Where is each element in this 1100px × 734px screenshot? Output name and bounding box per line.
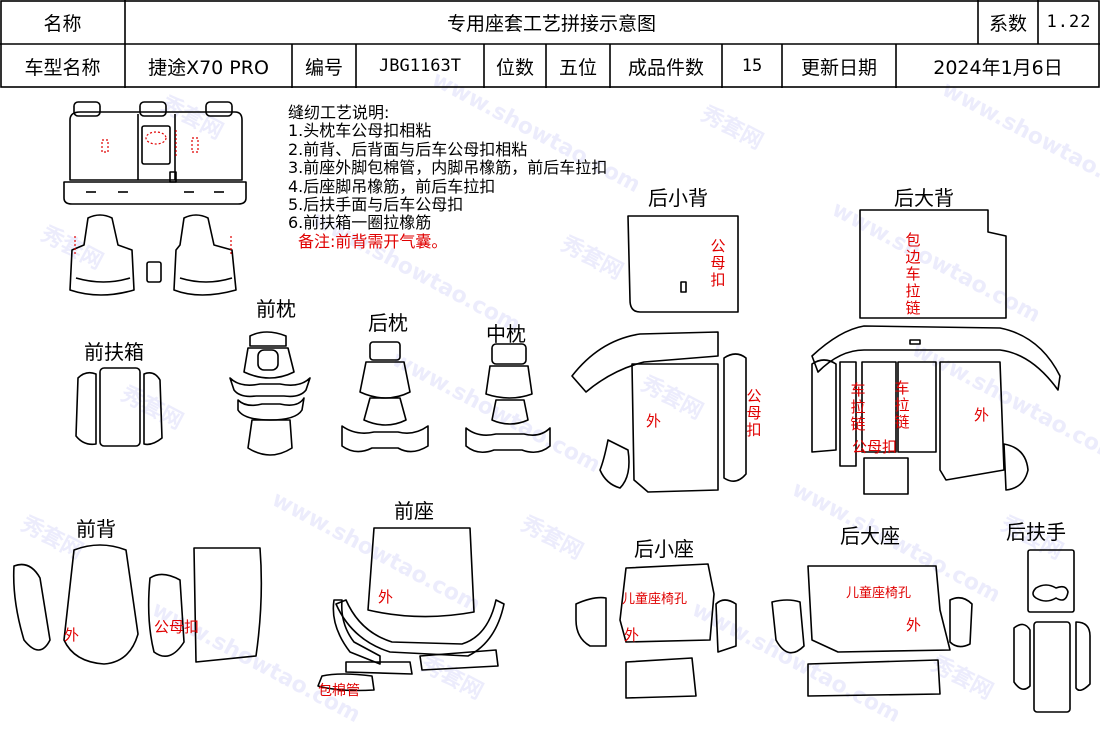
rear-armrest-pieces bbox=[1013, 549, 1091, 713]
page-title: 专用座套工艺拼接示意图 bbox=[446, 12, 656, 35]
rear-big-back-pieces bbox=[811, 209, 1061, 495]
model-label: 车型名称 bbox=[24, 56, 101, 79]
annot-outer-rear-small-seat: 外 bbox=[624, 626, 640, 644]
annot-outer-front-seat: 外 bbox=[378, 588, 394, 606]
header-grid bbox=[0, 0, 1100, 88]
note-item: 4.后座脚吊橡筋，前后车拉扣 bbox=[288, 176, 496, 196]
note-item: 3.前座外脚包棉管，内脚吊橡筋，前后车拉扣 bbox=[288, 158, 608, 178]
front-back-pieces bbox=[12, 544, 263, 665]
annot-child-seat-hole-big: 儿童座椅孔 bbox=[846, 586, 912, 601]
update-value: 2024年1月6日 bbox=[933, 56, 1063, 79]
annot-edge-zipper: 包边车拉链 bbox=[905, 231, 921, 317]
update-label: 更新日期 bbox=[800, 56, 877, 79]
coef-value: 1.22 bbox=[1046, 12, 1092, 32]
note-item: 6.前扶箱一圈拉橡筋 bbox=[288, 213, 432, 233]
pieces-label: 成品件数 bbox=[627, 56, 704, 79]
label-mid-headrest: 中枕 bbox=[486, 322, 526, 346]
label-rear-headrest: 后枕 bbox=[368, 311, 408, 335]
model-value: 捷途X70 PRO bbox=[148, 56, 269, 79]
pieces-value: 15 bbox=[741, 56, 763, 76]
note-item: 5.后扶手面与后车公母扣 bbox=[288, 195, 464, 215]
rear-headrest-pieces bbox=[341, 341, 429, 453]
notes-title: 缝纫工艺说明: bbox=[288, 103, 390, 122]
header-table: 名称 专用座套工艺拼接示意图 系数 1.22 车型名称 捷途X70 PRO 编号… bbox=[0, 0, 1100, 88]
label-rear-small-back: 后小背 bbox=[648, 186, 708, 210]
annot-outer-rear-big-back: 外 bbox=[974, 406, 990, 424]
note-item: 2.前背、后背面与后车公母扣相粘 bbox=[288, 139, 528, 159]
annot-outer-rear-big-seat: 外 bbox=[906, 616, 922, 634]
label-rear-small-seat: 后小座 bbox=[634, 537, 694, 561]
seats-label: 位数 bbox=[495, 56, 534, 79]
rear-small-back-pieces bbox=[571, 215, 747, 493]
label-front-seat: 前座 bbox=[394, 499, 434, 523]
sewing-notes: 缝纫工艺说明: 1.头枕车公母扣相粘 2.前背、后背面与后车公母扣相粘 3.前座… bbox=[288, 103, 608, 251]
annot-outer-rear-small-back: 外 bbox=[646, 412, 662, 430]
note-item: 1.头枕车公母扣相粘 bbox=[288, 121, 432, 141]
annot-zipper-right: 车拉链 bbox=[894, 379, 910, 431]
label-front-back: 前背 bbox=[76, 517, 116, 541]
coef-label: 系数 bbox=[988, 12, 1027, 35]
seats-value: 五位 bbox=[558, 56, 597, 79]
annot-zipper-left: 车拉链 bbox=[850, 381, 866, 433]
label-rear-armrest: 后扶手 bbox=[1006, 520, 1066, 544]
notes-remark: 备注:前背需开气囊。 bbox=[298, 231, 448, 251]
airbag-marks bbox=[74, 130, 232, 256]
code-value: JBG1163T bbox=[379, 56, 461, 76]
front-armbox-pieces bbox=[75, 367, 163, 447]
rear-small-seat-pieces bbox=[575, 563, 737, 699]
annot-snap-rear-small-back-side: 公母扣 bbox=[746, 387, 762, 439]
annot-snap-rear-small-back: 公母扣 bbox=[710, 237, 726, 289]
label-rear-big-seat: 后大座 bbox=[840, 524, 900, 548]
annot-cotton-tube: 包棉管 bbox=[318, 683, 360, 699]
front-seat-pieces bbox=[317, 527, 505, 692]
mid-headrest-pieces bbox=[465, 343, 551, 454]
seat-overview bbox=[63, 101, 247, 296]
annot-child-seat-hole-small: 儿童座椅孔 bbox=[622, 592, 688, 607]
annot-snap-rear-big-back: 公母扣 bbox=[852, 438, 898, 456]
name-label: 名称 bbox=[43, 12, 82, 35]
label-front-headrest: 前枕 bbox=[256, 297, 296, 321]
annot-snap-front-back: 公母扣 bbox=[154, 618, 200, 636]
label-front-armbox: 前扶箱 bbox=[84, 340, 144, 364]
rear-big-seat-pieces bbox=[771, 565, 973, 697]
code-label: 编号 bbox=[304, 56, 343, 79]
front-headrest-pieces bbox=[229, 331, 311, 456]
label-rear-big-back: 后大背 bbox=[894, 186, 954, 210]
annot-outer-front-back: 外 bbox=[64, 626, 80, 644]
